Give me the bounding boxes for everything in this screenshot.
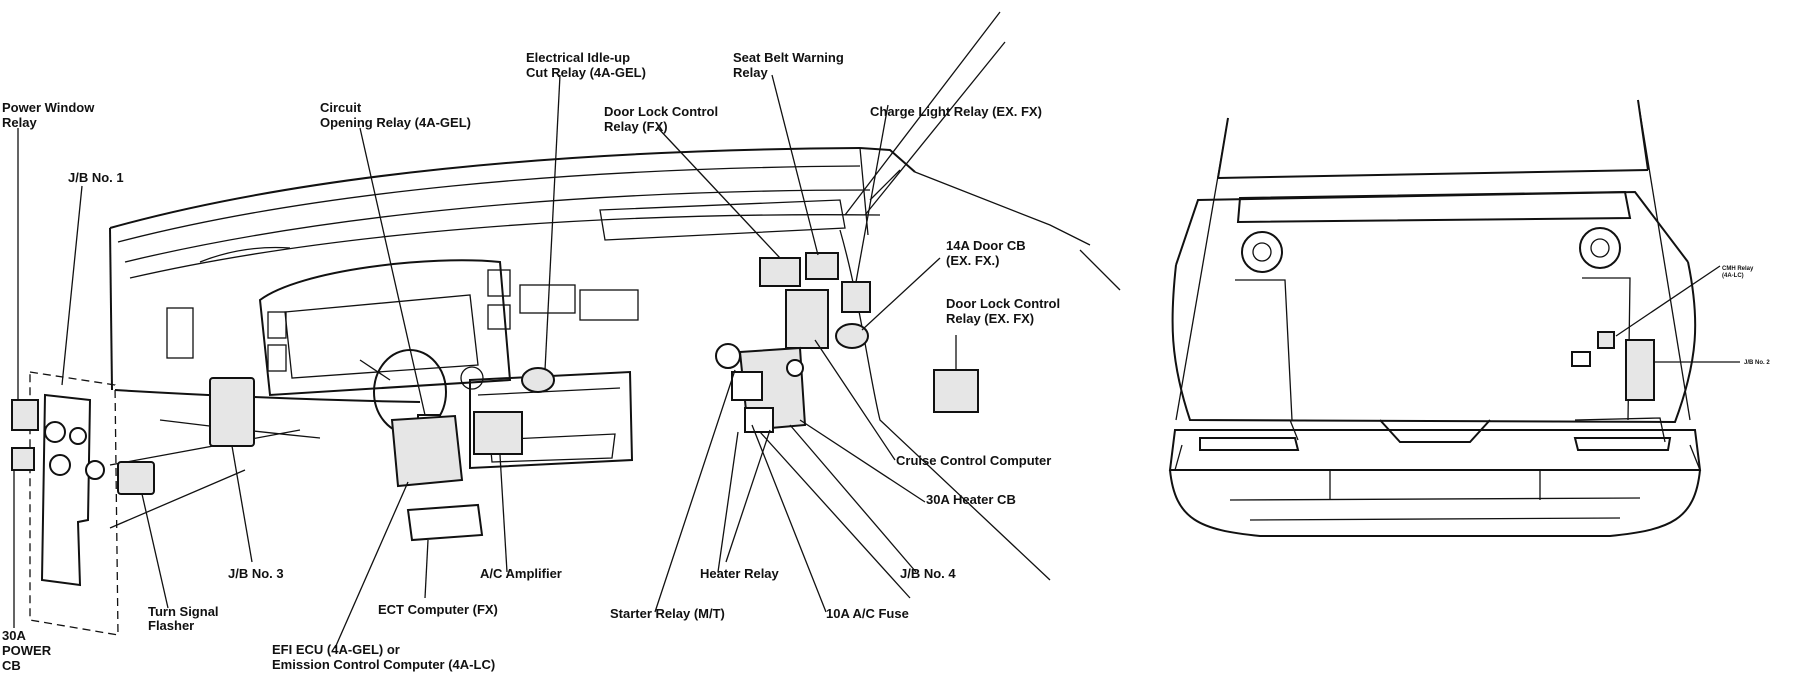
- seat-belt-relay-part: [805, 252, 839, 280]
- power-cb-part: [11, 447, 35, 471]
- power-window-relay-label: Power Window Relay: [2, 100, 98, 130]
- a-c-amplifier-label: A/C Amplifier: [480, 566, 562, 581]
- components: [11, 252, 979, 542]
- charge-light-relay-part: [841, 281, 871, 313]
- efi-ecu-label: EFI ECU (4A-GEL) or Emission Control Com…: [272, 642, 495, 672]
- turn-signal-flasher-part: [117, 461, 155, 495]
- circuit-opening-relay-label: Circuit Opening Relay (4A-GEL): [320, 100, 471, 130]
- cmh-relay-label: CMH Relay (4A-LC): [1722, 266, 1755, 279]
- turn-signal-flasher-label: Turn Signal Flasher: [148, 604, 222, 633]
- engine-bay-illustration: [1168, 99, 1740, 537]
- idle-up-relay-part: [521, 367, 555, 393]
- efi-ecu-part: [390, 414, 464, 488]
- door-cb-14a-label: 14A Door CB (EX. FX.): [946, 238, 1029, 268]
- a-c-fuse-10a-label: 10A A/C Fuse: [826, 606, 909, 621]
- electrical-idle-up-label: Electrical Idle-up Cut Relay (4A-GEL): [526, 50, 646, 80]
- seat-belt-warning-relay-label: Seat Belt Warning Relay: [733, 50, 847, 80]
- door-lock-control-relay-fx-label: Door Lock Control Relay (FX): [604, 104, 722, 134]
- door-lock-relay-fx-part: [759, 257, 801, 287]
- cruise-control-computer-label: Cruise Control Computer: [896, 453, 1051, 468]
- power-window-relay-part: [11, 399, 39, 431]
- charge-light-relay-label: Charge Light Relay (EX. FX): [870, 104, 1042, 119]
- door-lock-relay-exfx-part: [933, 369, 979, 413]
- power-cb-30a-label: 30A POWER CB: [2, 628, 55, 673]
- door-lock-control-relay-exfx-label: Door Lock Control Relay (EX. FX): [946, 296, 1064, 326]
- leader-lines: [13, 74, 957, 649]
- ect-computer-part: [406, 503, 484, 542]
- heater-cb-30a-label: 30A Heater CB: [926, 492, 1016, 507]
- jb-no2-part: [1625, 339, 1655, 401]
- cruise-control-computer-part: [785, 289, 829, 349]
- ac-amplifier-part: [473, 411, 523, 455]
- heater-relay-label: Heater Relay: [700, 566, 780, 581]
- starter-relay-label: Starter Relay (M/T): [610, 606, 725, 621]
- labels: Power Window Relay J/B No. 1 Circuit Ope…: [2, 50, 1770, 673]
- jb-no4-label: J/B No. 4: [900, 566, 956, 581]
- jb-no3-part: [209, 377, 255, 447]
- ect-computer-label: ECT Computer (FX): [378, 602, 498, 617]
- cmh-relay-part: [1597, 331, 1615, 349]
- jb-no1-label: J/B No. 1: [68, 170, 124, 185]
- jb-no3-label: J/B No. 3: [228, 566, 284, 581]
- door-cb-part: [835, 323, 869, 349]
- jb-no2-label: J/B No. 2: [1744, 360, 1770, 366]
